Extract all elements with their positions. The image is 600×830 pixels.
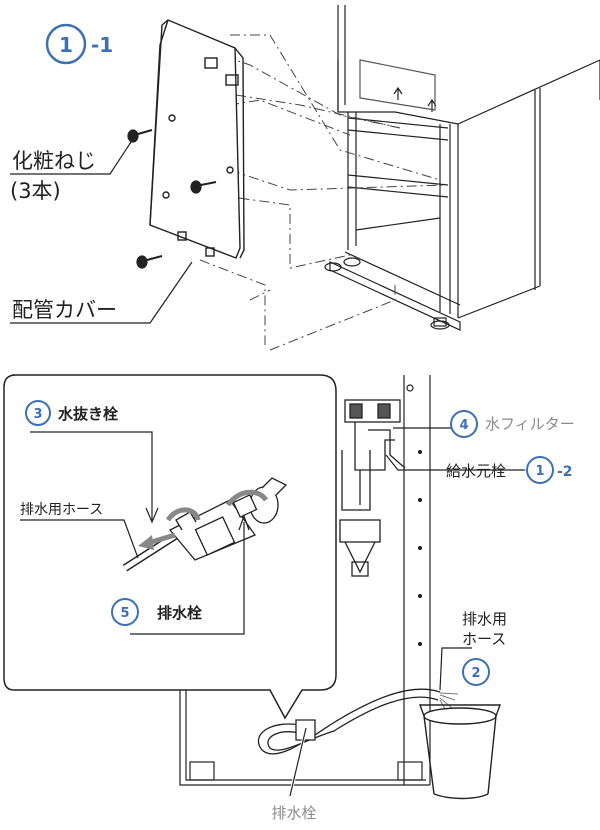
flow-arrow-head-icon: [138, 535, 154, 550]
outlet-valve-number: 5: [120, 606, 129, 621]
screws-leader-line: [10, 141, 132, 175]
bottom-valve-leader-line: [289, 727, 307, 797]
supply-valve-number: 1: [535, 464, 544, 479]
outlet-valve-leader-line: [130, 522, 245, 635]
inset-callout: [3, 374, 337, 720]
drain-hose-label-line1: 排水用: [462, 610, 507, 628]
bottom-illustration: [179, 375, 525, 800]
filter-number: 4: [459, 418, 468, 433]
bucket-icon: [419, 704, 501, 800]
filter-label: 水フィルター: [485, 415, 575, 433]
drain-hose-label-line2: ホース: [462, 630, 506, 648]
screws-label: 化粧ねじ: [12, 149, 96, 173]
inset-hose-label: 排水用ホース: [20, 502, 103, 518]
screw-icon: [127, 129, 153, 143]
drain-valve-leader-line: [30, 431, 153, 520]
supply-valve-suffix: -2: [557, 464, 573, 480]
supply-valve-label: 給水元栓: [446, 462, 506, 480]
cover-leader-line: [10, 261, 193, 324]
cabinet: [329, 5, 600, 331]
step-number: 1: [59, 33, 73, 57]
step-badge: 1 -1: [45, 23, 113, 65]
hose-leader-line: [439, 647, 472, 691]
rotate-arrow-icon: [165, 489, 269, 522]
supply-leader-line: [385, 454, 525, 471]
screw-icon: [136, 255, 163, 269]
screw-icon: [190, 180, 217, 194]
bucket-step-number: 2: [471, 666, 480, 681]
outlet-valve-label: 排水栓: [157, 604, 202, 622]
inset-valve-illustration: [122, 477, 288, 572]
pipe-cover-label: 配管カバー: [12, 298, 117, 322]
screws-count-label: (3本): [10, 179, 61, 203]
valve-assembly: [339, 399, 406, 577]
top-illustration: [10, 5, 600, 351]
drain-valve-label: 水抜き栓: [58, 405, 118, 423]
pipe-cover-panel: [149, 19, 245, 259]
step-suffix: -1: [91, 33, 113, 57]
drain-valve-number: 3: [33, 407, 42, 422]
bottom-valve-label: 排水栓: [271, 804, 316, 822]
cabinet-feet: [324, 257, 450, 330]
hose-inset-leader-line: [20, 519, 139, 559]
